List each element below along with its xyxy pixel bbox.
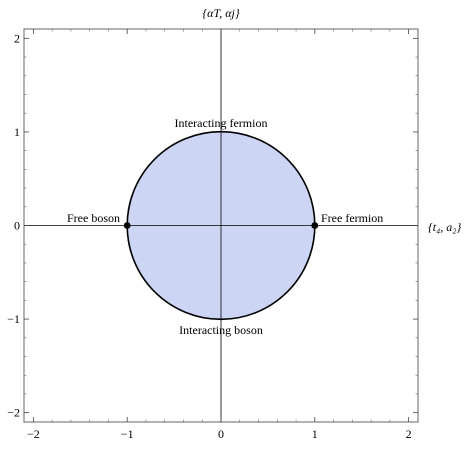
x-tick-label: 2 (406, 427, 412, 441)
y-tick-label: 1 (14, 125, 20, 139)
y-tick-label: 2 (14, 31, 20, 45)
x-tick-label: 0 (218, 427, 224, 441)
x-tick-label: 1 (312, 427, 318, 441)
y-tick-label: −2 (7, 406, 20, 420)
y-tick-label: −1 (7, 312, 20, 326)
point-marker (311, 222, 319, 229)
special-points (123, 222, 319, 229)
x-axis-label: {t₄, a₂} (428, 220, 461, 234)
y-axis-label: {αT, αj} (202, 6, 240, 20)
x-tick-label: −2 (27, 427, 40, 441)
label-interacting-boson: Interacting boson (179, 323, 263, 337)
label-free-boson: Free boson (67, 211, 120, 225)
label-interacting-fermion: Interacting fermion (175, 116, 268, 130)
y-tick-label: 0 (14, 219, 20, 233)
x-tick-label: −1 (121, 427, 134, 441)
point-marker (123, 222, 131, 229)
label-free-fermion: Free fermion (321, 211, 383, 225)
tick-marks: −2 −1 0 1 2 −2 −1 0 1 2 (7, 29, 418, 441)
